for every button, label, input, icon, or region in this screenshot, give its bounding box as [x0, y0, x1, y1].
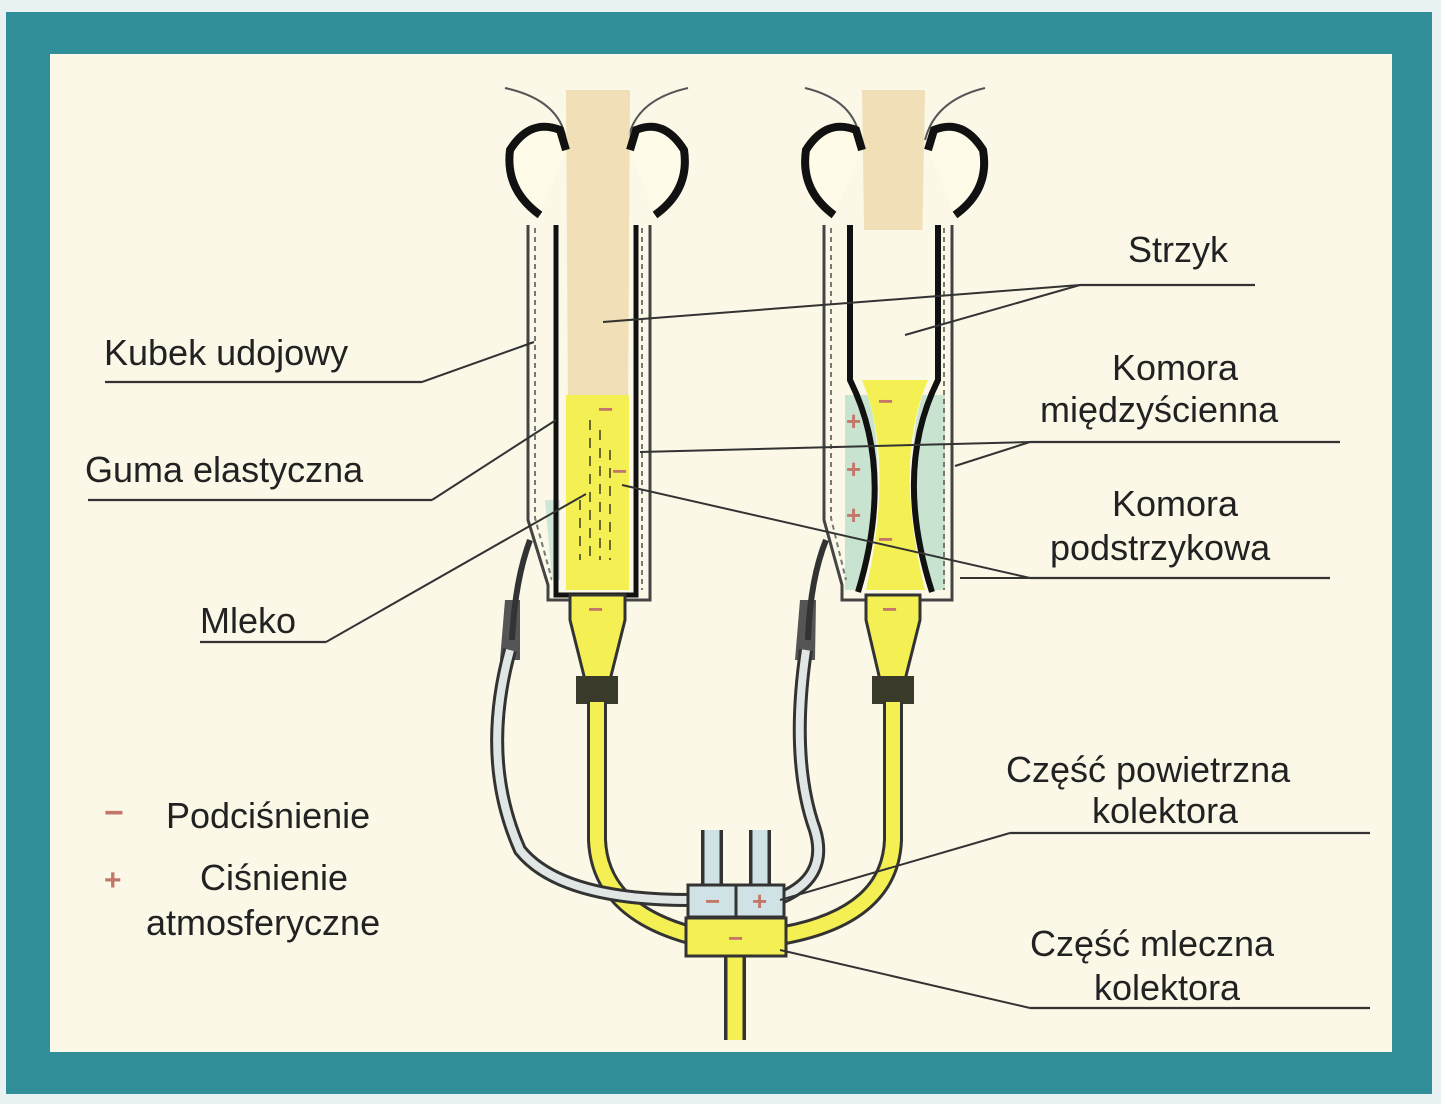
label-strzyk: Strzyk: [1128, 229, 1229, 270]
svg-text:−: −: [588, 594, 603, 624]
legend-plus-symbol: +: [104, 864, 122, 897]
label-guma-elastyczna: Guma elastyczna: [85, 449, 364, 490]
svg-text:−: −: [878, 524, 893, 554]
legend-minus-symbol: −: [104, 794, 124, 832]
svg-text:−: −: [882, 594, 897, 624]
label-komora-miedzyscienna-line2: międzyścienna: [1040, 389, 1279, 430]
label-komora-podstrzykowa-line1: Komora: [1112, 483, 1239, 524]
label-czesc-mleczna-line2: kolektora: [1094, 967, 1241, 1008]
left-teat: [566, 90, 630, 418]
legend-minus-text: Podciśnienie: [166, 795, 370, 836]
label-mleko: Mleko: [200, 600, 296, 641]
label-czesc-powietrzna-line2: kolektora: [1092, 790, 1239, 831]
label-czesc-powietrzna-line1: Część powietrzna: [1006, 749, 1291, 790]
label-komora-podstrzykowa-line2: podstrzykowa: [1050, 527, 1271, 568]
svg-text:−: −: [705, 886, 720, 916]
svg-text:−: −: [728, 923, 743, 953]
svg-text:−: −: [598, 394, 613, 424]
collector: − + −: [686, 885, 786, 956]
label-komora-miedzyscienna-line1: Komora: [1112, 347, 1239, 388]
legend-plus-text-line2: atmosferyczne: [146, 902, 380, 943]
svg-text:+: +: [846, 406, 861, 436]
svg-text:+: +: [752, 886, 767, 916]
svg-text:+: +: [846, 454, 861, 484]
legend-plus-text-line1: Ciśnienie: [200, 857, 348, 898]
svg-text:+: +: [846, 500, 861, 530]
label-czesc-mleczna-line1: Część mleczna: [1030, 923, 1275, 964]
svg-text:−: −: [612, 456, 627, 486]
svg-text:−: −: [878, 386, 893, 416]
left-milk: [566, 395, 629, 590]
label-kubek-udojowy: Kubek udojowy: [104, 332, 348, 373]
